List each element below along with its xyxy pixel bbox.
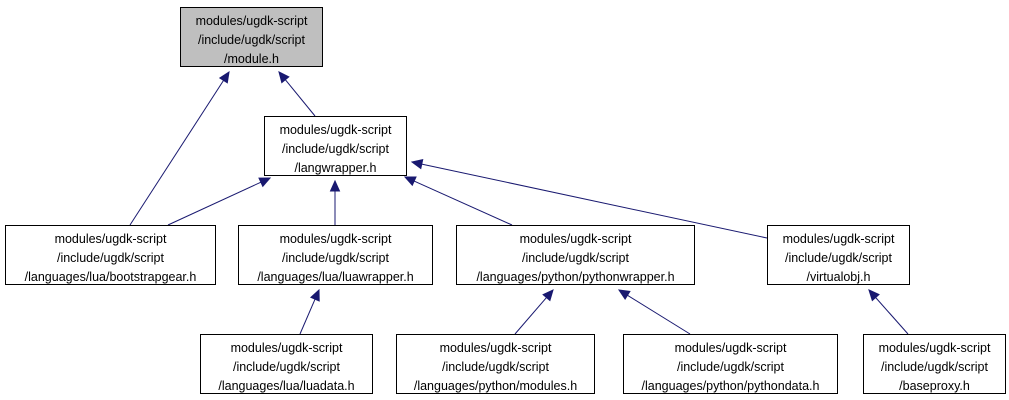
arrowhead-icon (258, 177, 272, 188)
node-label-line: /include/ugdk/script (282, 142, 390, 156)
node-virtualobj[interactable]: modules/ugdk-script/include/ugdk/script /… (767, 225, 910, 285)
edge-pythonwrapper-to-langwrapper (403, 176, 513, 226)
node-label-line: modules/ugdk-script (196, 14, 308, 28)
node-label-line: modules/ugdk-script (440, 341, 552, 355)
node-pythondata[interactable]: modules/ugdk-script/include/ugdk/script /… (623, 334, 838, 394)
node-label-line: /languages/lua/luadata.h (218, 379, 354, 393)
arrowhead-icon (309, 288, 320, 302)
node-label-line: modules/ugdk-script (783, 232, 895, 246)
edge-line (129, 80, 224, 226)
node-box (767, 225, 910, 285)
node-label-line: /languages/python/modules.h (414, 379, 577, 393)
node-label-line: /include/ugdk/script (785, 251, 893, 265)
node-label-line: /languages/python/pythonwrapper.h (476, 270, 674, 284)
node-label-line: /include/ugdk/script (442, 360, 550, 374)
edge-langwrapper-to-module (278, 71, 316, 117)
edge-bootstrapgear-to-langwrapper (167, 177, 272, 226)
arrowhead-icon (410, 159, 424, 170)
node-box (396, 334, 595, 394)
node-pythonwrapper[interactable]: modules/ugdk-script/include/ugdk/script /… (456, 225, 695, 285)
node-label-line: modules/ugdk-script (675, 341, 787, 355)
node-box (200, 334, 373, 394)
edge-line (167, 181, 262, 226)
node-langwrapper[interactable]: modules/ugdk-script/include/ugdk/script /… (264, 116, 407, 176)
node-label-line: modules/ugdk-script (231, 341, 343, 355)
arrowhead-icon (278, 71, 290, 84)
node-label-line: /langwrapper.h (294, 161, 376, 175)
node-bootstrapgear[interactable]: modules/ugdk-script/include/ugdk/script /… (5, 225, 216, 285)
edge-line (299, 298, 316, 335)
node-label-line: /include/ugdk/script (198, 33, 306, 47)
node-baseproxy[interactable]: modules/ugdk-script/include/ugdk/script /… (863, 334, 1006, 394)
node-box (623, 334, 838, 394)
edge-virtualobj-to-langwrapper (410, 159, 768, 239)
node-luadata[interactable]: modules/ugdk-script/include/ugdk/script /… (200, 334, 373, 394)
node-label-line: /languages/lua/bootstrapgear.h (25, 270, 197, 284)
node-module: modules/ugdk-script/include/ugdk/script /… (180, 7, 323, 67)
edge-line (413, 180, 513, 226)
node-label-line: modules/ugdk-script (55, 232, 167, 246)
node-label-line: /include/ugdk/script (677, 360, 785, 374)
node-label-line: /module.h (224, 52, 279, 66)
node-label-line: modules/ugdk-script (879, 341, 991, 355)
edge-line (284, 79, 316, 117)
edge-baseproxy-to-virtualobj (868, 289, 909, 335)
node-luawrapper[interactable]: modules/ugdk-script/include/ugdk/script /… (238, 225, 433, 285)
node-box (180, 7, 323, 67)
node-box (5, 225, 216, 285)
node-box (238, 225, 433, 285)
arrowhead-icon (403, 176, 417, 187)
node-box (456, 225, 695, 285)
edge-line (421, 163, 768, 239)
dependency-edges (129, 70, 909, 335)
node-modules[interactable]: modules/ugdk-script/include/ugdk/script /… (396, 334, 595, 394)
node-box (863, 334, 1006, 394)
node-label-line: /include/ugdk/script (522, 251, 630, 265)
node-label-line: /include/ugdk/script (881, 360, 989, 374)
node-label-line: modules/ugdk-script (280, 123, 392, 137)
node-box (264, 116, 407, 176)
edge-pythondata-to-pythonwrapper (617, 289, 691, 335)
arrowhead-icon (617, 289, 631, 301)
edge-luawrapper-to-langwrapper (329, 179, 341, 225)
node-label-line: /virtualobj.h (807, 270, 871, 284)
edge-line (875, 297, 909, 335)
node-label-line: modules/ugdk-script (280, 232, 392, 246)
edge-modules-to-pythonwrapper (514, 289, 554, 335)
arrowhead-icon (218, 70, 230, 84)
arrowhead-icon (542, 289, 554, 302)
node-label-line: /baseproxy.h (899, 379, 970, 393)
node-label-line: /languages/lua/luawrapper.h (257, 270, 413, 284)
file-nodes: modules/ugdk-script/include/ugdk/script /… (5, 7, 1006, 394)
edge-luadata-to-luawrapper (299, 288, 320, 335)
edge-bootstrapgear-to-module (129, 70, 230, 226)
arrowhead-icon (329, 179, 341, 192)
edge-line (514, 297, 547, 335)
node-label-line: /languages/python/pythondata.h (642, 379, 820, 393)
node-label-line: /include/ugdk/script (233, 360, 341, 374)
node-label-line: /include/ugdk/script (57, 251, 165, 265)
arrowhead-icon (868, 289, 880, 302)
node-label-line: /include/ugdk/script (282, 251, 390, 265)
node-label-line: modules/ugdk-script (520, 232, 632, 246)
edge-line (627, 294, 691, 335)
